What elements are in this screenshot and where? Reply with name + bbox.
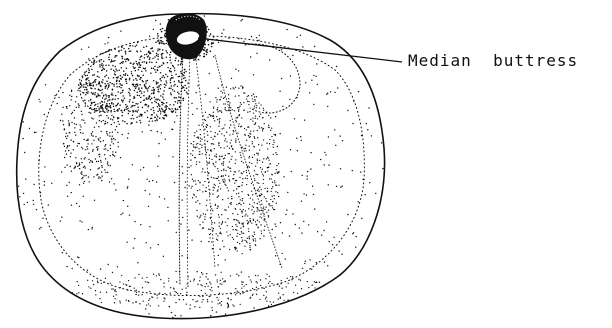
median-buttress (166, 13, 207, 59)
stipple-shading (18, 15, 384, 318)
shell-outline (17, 14, 385, 319)
diagonal-ridge-outer (215, 55, 282, 268)
median-septum-right-edge (187, 55, 190, 285)
leader-line (198, 38, 402, 62)
diagonal-ridge-inner (196, 60, 215, 268)
right-muscle-scar (245, 44, 300, 113)
median-buttress-label: Median buttress (408, 53, 578, 69)
median-septum (179, 55, 183, 285)
